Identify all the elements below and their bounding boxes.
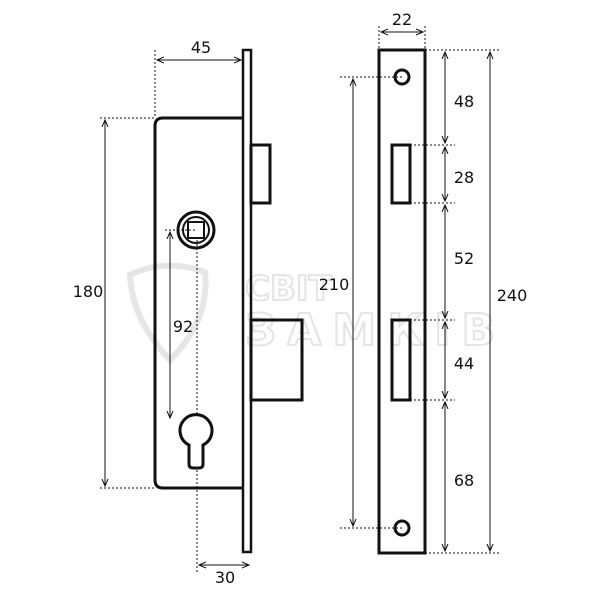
lock-dimensions [100, 50, 249, 572]
dim-segment: 28 [454, 168, 474, 187]
lock-faceplate-side [241, 48, 253, 554]
watermark-logo: СВІТ ЗАМКІВ [126, 262, 496, 365]
deadbolt [249, 318, 304, 402]
cylinder-hole [178, 413, 214, 470]
dim-segment: 44 [454, 354, 474, 373]
watermark-text-1: СВІТ [245, 269, 333, 309]
latch [249, 143, 272, 205]
dim-faceplate-width: 22 [392, 10, 412, 29]
faceplate-dimensions [340, 26, 500, 554]
dim-total-length: 240 [497, 286, 528, 305]
bolt-opening [390, 318, 412, 402]
latch-opening [390, 143, 412, 205]
screw-hole-top [393, 68, 411, 86]
dim-segment: 48 [454, 92, 474, 111]
faceplate [377, 48, 427, 555]
dim-body-height: 180 [73, 282, 104, 301]
dim-screw-spacing: 210 [319, 275, 350, 294]
lock-body [153, 48, 304, 554]
watermark-text-2: ЗАМКІВ [245, 305, 495, 356]
dim-body-width: 45 [191, 38, 211, 57]
dim-segment: 52 [454, 249, 474, 268]
dim-segment: 68 [454, 471, 474, 490]
screw-hole-bottom [393, 519, 411, 537]
dim-spindle-cylinder: 92 [173, 317, 193, 336]
dim-backset: 30 [215, 568, 235, 587]
